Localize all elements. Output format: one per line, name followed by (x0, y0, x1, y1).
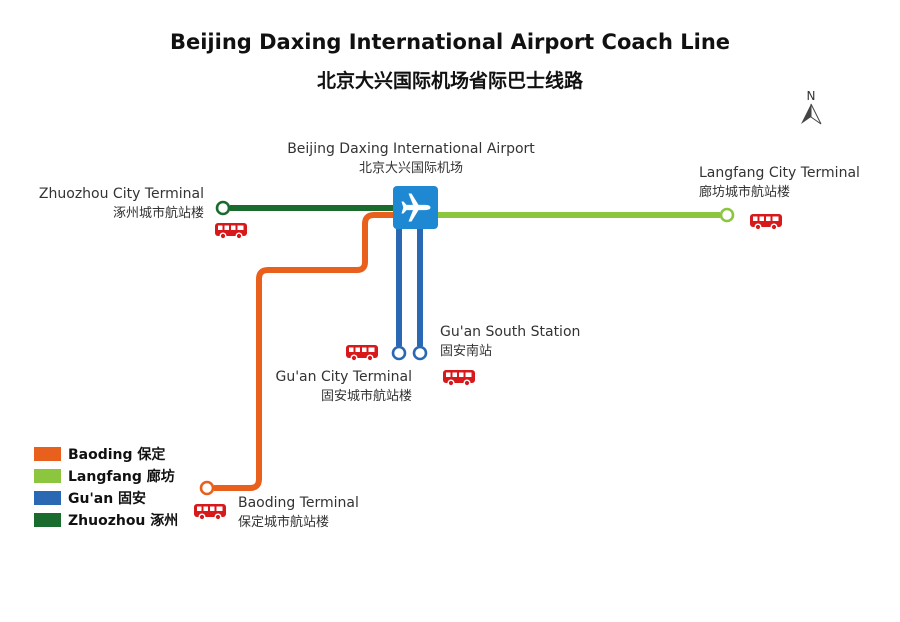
bus-icon-zhuozhou (214, 222, 248, 240)
legend-item-langfang: Langfang 廊坊 (34, 465, 178, 487)
map-title-english: Beijing Daxing International Airport Coa… (169, 30, 731, 54)
guan-south-station-node[interactable] (412, 345, 428, 361)
guan-city-label: Gu'an City Terminal 固安城市航站楼 (240, 368, 412, 406)
legend-swatch-zhuozhou (34, 513, 61, 527)
guan-south-name-en: Gu'an South Station (440, 324, 581, 340)
legend-item-baoding: Baoding 保定 (34, 443, 178, 465)
guan-city-station-node[interactable] (391, 345, 407, 361)
route-legend: Baoding 保定 Langfang 廊坊 Gu'an 固安 Zhuozhou… (34, 443, 178, 531)
guan-city-name-en: Gu'an City Terminal (275, 369, 412, 385)
bus-icon-guan-south (442, 369, 476, 387)
langfang-station-node[interactable] (719, 207, 735, 223)
baoding-name-en: Baoding Terminal (238, 495, 359, 511)
baoding-label: Baoding Terminal 保定城市航站楼 (238, 494, 359, 532)
zhuozhou-label: Zhuozhou City Terminal 涿州城市航站楼 (20, 185, 204, 223)
guan-city-name-zh: 固安城市航站楼 (320, 389, 412, 404)
legend-swatch-guan (34, 491, 61, 505)
zhuozhou-name-en: Zhuozhou City Terminal (38, 186, 204, 202)
langfang-label: Langfang City Terminal 廊坊城市航站楼 (699, 164, 860, 202)
baoding-route-line (214, 212, 396, 491)
legend-label-langfang: Langfang 廊坊 (68, 469, 175, 485)
guan-south-label: Gu'an South Station 固安南站 (440, 323, 580, 361)
legend-swatch-baoding (34, 447, 61, 461)
langfang-name-zh: 廊坊城市航站楼 (699, 185, 791, 200)
bus-icon-langfang (749, 213, 783, 231)
compass-label: N (807, 89, 816, 103)
compass-north-icon: N (801, 89, 822, 125)
airport-name-en: Beijing Daxing International Airport (287, 141, 535, 157)
legend-label-baoding: Baoding 保定 (68, 447, 166, 463)
baoding-name-zh: 保定城市航站楼 (238, 515, 330, 530)
legend-label-guan: Gu'an 固安 (68, 491, 147, 507)
zhuozhou-station-node[interactable] (215, 200, 231, 216)
baoding-station-node[interactable] (199, 480, 215, 496)
legend-label-zhuozhou: Zhuozhou 涿州 (68, 513, 179, 529)
legend-item-guan: Gu'an 固安 (34, 487, 178, 509)
bus-icon-baoding (193, 503, 227, 521)
guan-south-name-zh: 固安南站 (440, 344, 493, 359)
langfang-name-en: Langfang City Terminal (699, 165, 860, 181)
legend-item-zhuozhou: Zhuozhou 涿州 (34, 509, 178, 531)
legend-swatch-langfang (34, 469, 61, 483)
airplane-icon[interactable] (393, 186, 438, 229)
airport-label: Beijing Daxing International Airport 北京大… (280, 140, 542, 178)
airport-name-zh: 北京大兴国际机场 (358, 161, 463, 176)
map-title-chinese: 北京大兴国际机场省际巴士线路 (316, 70, 583, 92)
bus-icon-guan-city (345, 344, 379, 362)
zhuozhou-name-zh: 涿州城市航站楼 (112, 206, 204, 221)
